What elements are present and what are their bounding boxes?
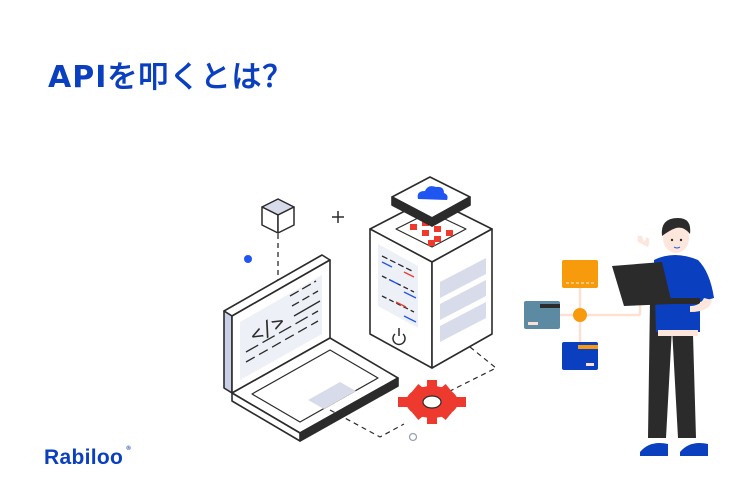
cloud-tile (391, 176, 471, 227)
logo-text: Rabiloo (44, 446, 124, 469)
cloud-icon (417, 186, 448, 200)
cube-icon (261, 198, 295, 234)
blue-dot (244, 255, 252, 263)
network-node (573, 308, 587, 322)
ring-dot (408, 432, 418, 442)
power-icon (392, 328, 406, 346)
folder-orange-icon (562, 260, 598, 288)
person-figure (612, 218, 714, 456)
folder-navy-icon (562, 342, 598, 370)
folder-teal-icon (524, 301, 560, 329)
plus-icon (332, 211, 344, 223)
dashed-connector (431, 346, 498, 401)
page-title: APIを叩くとは？ (48, 60, 294, 95)
gear-icon (398, 380, 466, 424)
server-log-lines (381, 255, 417, 323)
code-lines (245, 280, 321, 363)
registered-mark: ® (126, 446, 132, 452)
brand-logo[interactable]: Rabiloo ® (44, 446, 131, 470)
server-icon (369, 197, 493, 369)
dashed-connector (329, 409, 405, 438)
laptop-icon (223, 254, 399, 442)
